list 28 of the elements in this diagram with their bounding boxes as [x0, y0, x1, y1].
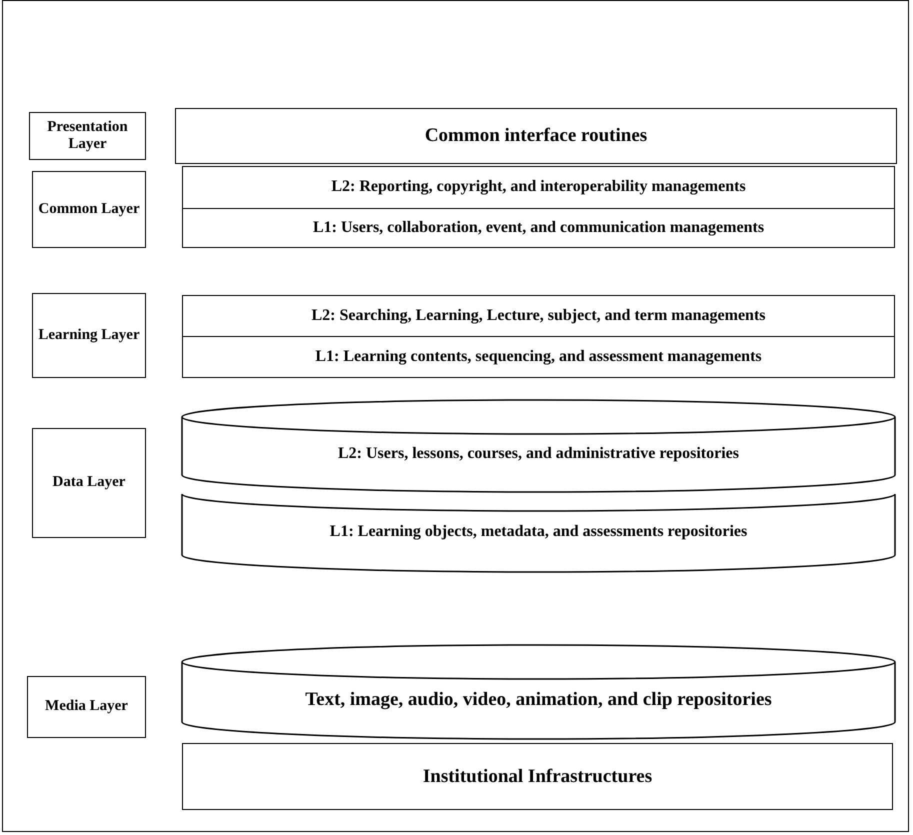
layer-name: Data Layer — [52, 474, 126, 492]
layer-label-box — [32, 293, 146, 378]
module-name: L2: Searching, Learning, Lecture, subject, and term managements — [311, 306, 766, 326]
module-box — [175, 108, 897, 164]
module-name: L2: Reporting, copyright, and interoperability managements — [331, 178, 746, 197]
layer-label-box — [32, 171, 146, 248]
repository-cylinder — [182, 494, 895, 572]
layer-name: Learning Layer — [38, 326, 140, 344]
layer-name: Presentation Layer — [46, 118, 129, 154]
module-box — [182, 743, 893, 810]
repository-name: Text, image, audio, video, animation, and clip repositories — [305, 689, 772, 711]
layer-label-box — [27, 676, 146, 738]
module-box — [182, 166, 895, 209]
module-name: L1: Users, collaboration, event, and communication managements — [312, 218, 764, 238]
layer-name: Media Layer — [45, 698, 128, 716]
layer-label-box — [32, 428, 146, 538]
module-box — [182, 208, 895, 248]
repository-name: L2: Users, lessons, courses, and administrative repositories — [338, 444, 740, 464]
module-name: Common interface routines — [424, 125, 648, 147]
repository-name: L1: Learning objects, metadata, and assessments repositories — [330, 523, 748, 542]
module-box — [182, 295, 895, 337]
repository-cylinder — [182, 400, 895, 492]
layer-name: Common Layer — [38, 200, 140, 218]
module-name: Institutional Infrastructures — [422, 766, 652, 788]
layer-label-box — [29, 112, 146, 160]
module-box — [182, 336, 895, 378]
repository-cylinder — [182, 645, 895, 739]
module-name: L1: Learning contents, sequencing, and assessment managements — [315, 348, 762, 366]
